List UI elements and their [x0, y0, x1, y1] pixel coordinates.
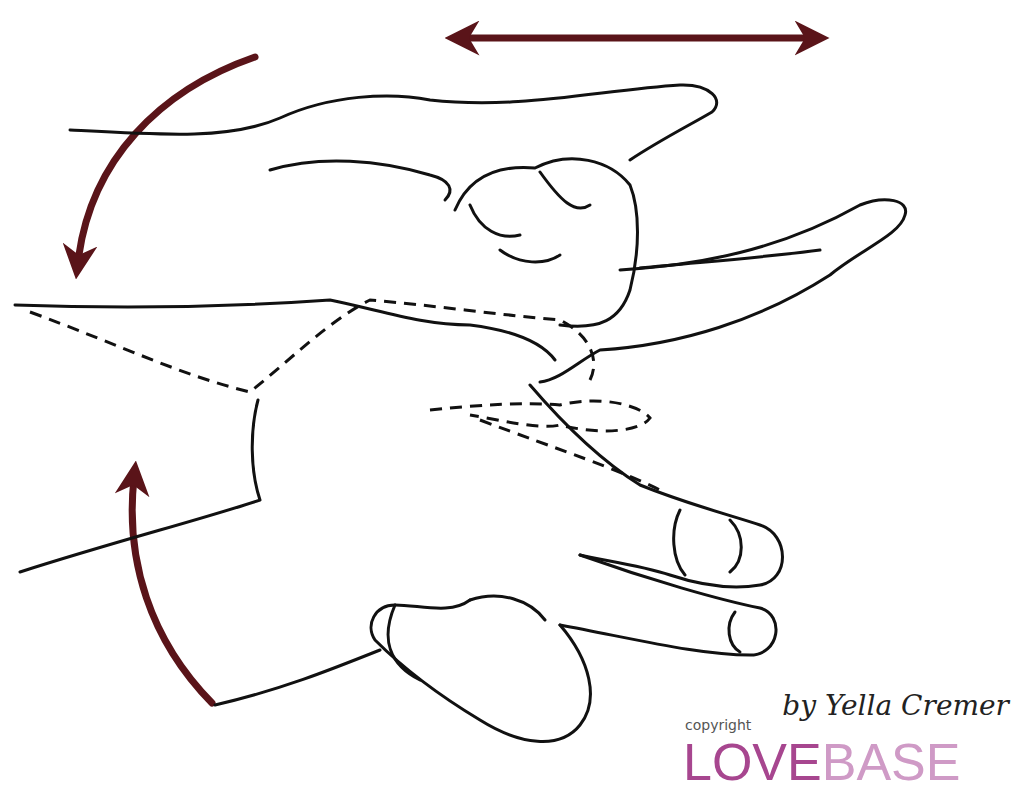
curved-arrow-up — [132, 478, 212, 703]
brand-logo-love: LOVE — [683, 736, 822, 788]
upper-hand — [15, 85, 906, 382]
curved-arrow-down — [78, 57, 255, 262]
brand-logo-base: BASE — [822, 736, 961, 788]
double-arrow — [462, 35, 812, 42]
copyright-note: copyright — [685, 718, 751, 732]
author-credit: by Yella Cremer — [782, 692, 1009, 720]
motion-arrows — [78, 38, 812, 703]
dashed-outline — [30, 300, 660, 490]
lower-hand — [20, 385, 783, 741]
